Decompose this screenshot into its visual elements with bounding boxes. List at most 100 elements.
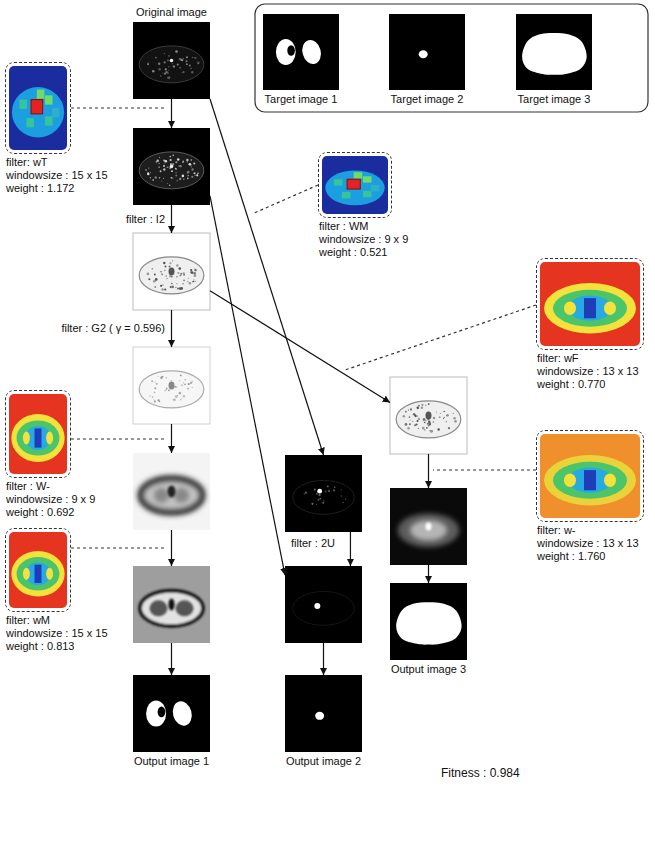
image-tile-picture (390, 377, 467, 454)
texture-dot (304, 493, 305, 494)
texture-dot (183, 274, 185, 276)
heat-cell (371, 185, 380, 191)
texture-dot (169, 156, 171, 158)
texture-dot (171, 380, 172, 381)
heat-zone (553, 290, 627, 327)
image-tile-picture (133, 347, 210, 424)
texture-dot (153, 399, 154, 400)
center-blob (169, 268, 175, 276)
texture-dot (444, 417, 445, 418)
lung-dark (176, 600, 194, 616)
texture-dot (183, 395, 185, 397)
bright-spot (170, 59, 174, 63)
image-tile-picture (285, 566, 362, 643)
texture-dot (175, 168, 177, 170)
inner-blur (154, 488, 169, 503)
filter-parameter: windowsize : 9 x 9 (319, 233, 408, 246)
filter-parameter: filter: wM (6, 614, 108, 627)
image-tile (390, 377, 467, 454)
caption-holder: Original image (136, 6, 207, 19)
texture-dot (428, 425, 430, 427)
texture-dot (147, 62, 149, 64)
texture-dot (192, 387, 193, 388)
heat-cell (37, 90, 45, 99)
texture-dot (172, 260, 173, 261)
leader-line (71, 547, 167, 548)
heatmap (540, 434, 640, 518)
texture-dot (178, 267, 181, 270)
texture-dot (418, 405, 420, 407)
texture-dot (179, 380, 180, 381)
image-tile-picture (133, 128, 210, 205)
texture-dot (176, 264, 178, 266)
caption-holder: Target image 1 (265, 93, 338, 106)
edge-label-holder: filter : G2 ( γ = 0.596) (60, 322, 166, 335)
texture-dot (193, 281, 195, 283)
leader-line (71, 107, 167, 108)
texture-dot (194, 268, 195, 269)
texture-dot (436, 411, 437, 412)
heat-zone (46, 432, 53, 445)
texture-dot (197, 172, 198, 173)
filter-parameter: windowsize : 13 x 13 (537, 537, 639, 550)
texture-dot (167, 167, 168, 168)
filter-parameter: weight : 1.172 (6, 182, 108, 195)
heat-cell (19, 100, 27, 109)
image-tile (133, 128, 210, 205)
flow-arrow (210, 196, 285, 575)
texture-dot (405, 411, 407, 413)
texture-dot (424, 429, 426, 431)
filter-heatmap (9, 66, 67, 150)
texture-dot (171, 276, 173, 278)
texture-dot (194, 269, 196, 271)
texture-dot (193, 279, 194, 280)
image-tile-picture (390, 583, 467, 660)
flow-arrow (171, 205, 172, 233)
texture-dot (154, 387, 156, 389)
texture-dot (191, 381, 193, 383)
texture-dot (169, 275, 171, 277)
texture-dot (340, 495, 342, 497)
texture-dot (148, 278, 150, 280)
heatmap (9, 394, 67, 474)
texture-dot (334, 486, 336, 488)
flow-arrow (428, 454, 429, 488)
texture-dot (177, 158, 180, 161)
filter-heatmap (322, 156, 388, 214)
texture-dot (187, 388, 189, 390)
texture-dot (319, 498, 321, 500)
texture-dot (454, 420, 457, 423)
texture-dot (174, 386, 176, 388)
texture-dot (186, 56, 188, 58)
body-blur (141, 478, 203, 512)
caption-holder: Target image 3 (518, 93, 591, 106)
target-group-frame (255, 4, 648, 112)
heat-cell (342, 192, 351, 198)
texture-dot (405, 423, 408, 426)
texture-dot (421, 404, 423, 406)
heat-cell (52, 108, 60, 117)
heat-core (584, 298, 596, 318)
texture-dot (172, 63, 173, 64)
texture-dot (147, 273, 150, 276)
caption-holder: Target image 2 (391, 93, 464, 106)
flow-arrow (171, 424, 172, 453)
texture-dot (176, 283, 177, 284)
heat-cell (45, 116, 53, 125)
edge-label-holder: filter : I2 (125, 213, 166, 226)
texture-dot (428, 420, 430, 422)
texture-dot (162, 284, 164, 286)
texture-dot (433, 421, 435, 423)
image-ground (133, 566, 210, 643)
texture-dot (175, 168, 177, 170)
texture-dot (190, 269, 192, 271)
texture-dot (147, 63, 149, 65)
texture-dot (182, 162, 184, 164)
lung-mask (146, 700, 166, 726)
leader-line (71, 438, 167, 439)
image-caption: Original image (136, 6, 207, 19)
texture-dot (195, 281, 196, 282)
image-ground (390, 583, 467, 660)
texture-dot (342, 502, 343, 503)
